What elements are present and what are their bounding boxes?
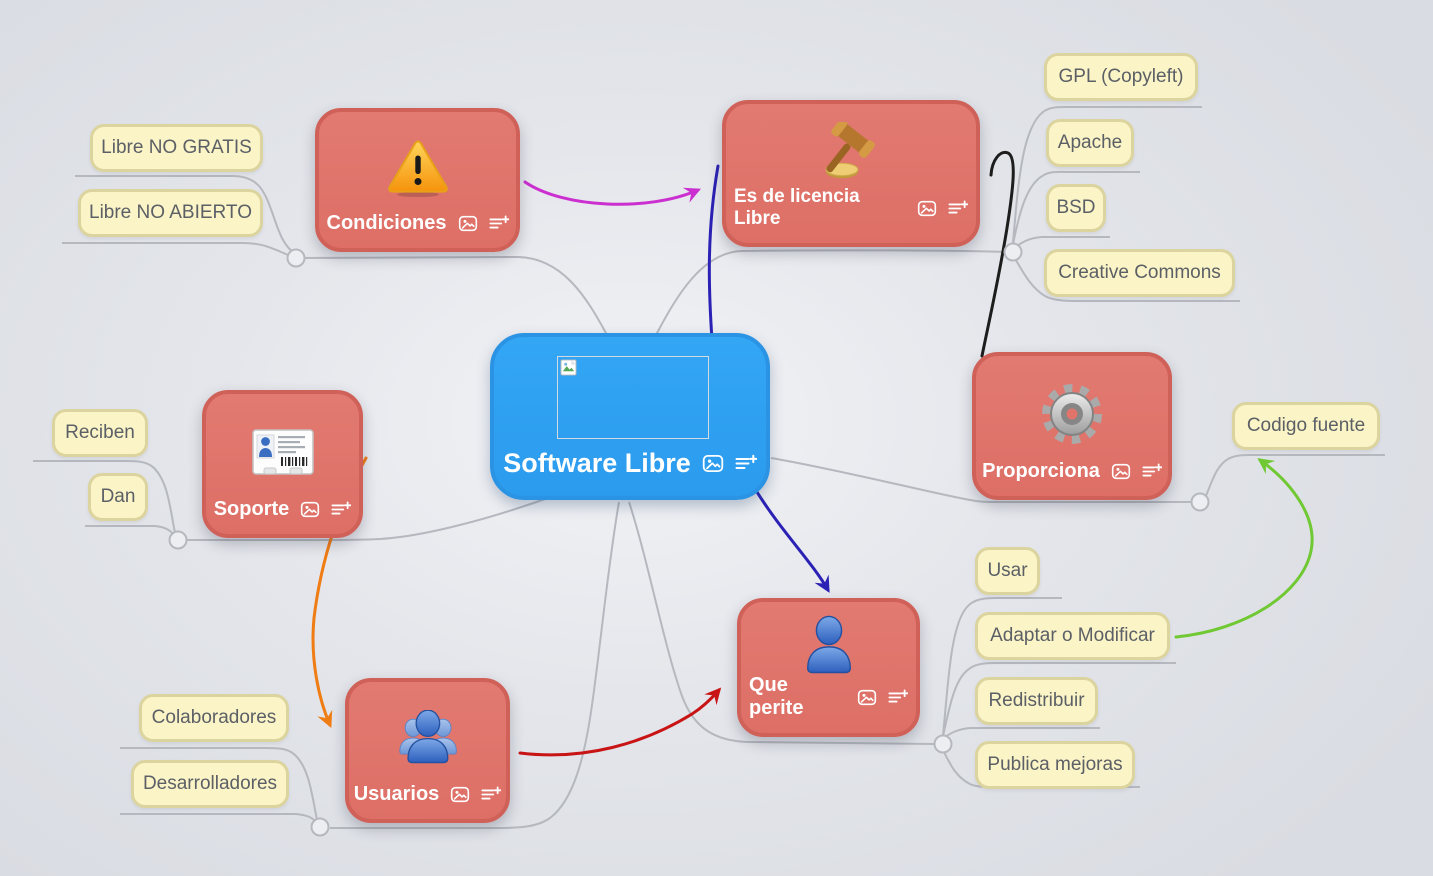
- image-icon[interactable]: [857, 689, 877, 706]
- leaf-publica-mejoras[interactable]: Publica mejoras: [975, 741, 1135, 789]
- topic-label: Es de licencia Libre: [734, 186, 860, 229]
- relation-usuarios-queperite[interactable]: [518, 687, 722, 757]
- image-icon[interactable]: [458, 215, 478, 232]
- add-note-icon[interactable]: [331, 501, 351, 518]
- id-card-icon: [251, 406, 315, 498]
- topic-label: Que perite: [749, 674, 804, 719]
- branch-toggle-usuarios[interactable]: [310, 817, 330, 837]
- relation-condiciones-licencia[interactable]: [523, 180, 701, 206]
- leaf-colaboradores[interactable]: Colaboradores: [139, 694, 289, 742]
- image-icon[interactable]: [300, 501, 320, 518]
- image-icon[interactable]: [1111, 463, 1131, 480]
- branch-toggle-condiciones[interactable]: [286, 248, 306, 268]
- add-note-icon[interactable]: [888, 689, 908, 706]
- image-icon[interactable]: [450, 786, 470, 803]
- leaf-dan[interactable]: Dan: [88, 473, 148, 521]
- topic-condiciones[interactable]: Condiciones: [315, 108, 520, 252]
- leaf-gpl-copyleft[interactable]: GPL (Copyleft): [1044, 53, 1198, 101]
- person-icon: [800, 614, 858, 674]
- topic-label: Usuarios: [353, 783, 440, 805]
- leaf-reciben[interactable]: Reciben: [52, 409, 148, 457]
- relation-adaptar-codigofuente[interactable]: [1174, 458, 1314, 639]
- relation-licencia-proporciona[interactable]: [980, 150, 1015, 358]
- add-note-icon[interactable]: [489, 215, 509, 232]
- topic-usuarios[interactable]: Usuarios: [345, 678, 510, 823]
- branch-toggle-soporte[interactable]: [168, 530, 188, 550]
- broken-image-icon: [560, 359, 577, 376]
- leaf-adaptar-o-modificar[interactable]: Adaptar o Modificar: [975, 612, 1170, 660]
- topic-proporciona[interactable]: Proporciona: [972, 352, 1172, 500]
- leaf-usar[interactable]: Usar: [975, 547, 1040, 595]
- topic-label: Soporte: [213, 498, 290, 520]
- gavel-icon: [818, 116, 884, 186]
- topic-label: Proporciona: [982, 460, 1100, 482]
- people-icon: [395, 694, 461, 783]
- topic-es-de-licencia-libre[interactable]: Es de licencia Libre: [722, 100, 980, 247]
- leaf-redistribuir[interactable]: Redistribuir: [975, 677, 1098, 725]
- branch-toggle-licencia[interactable]: [1003, 242, 1023, 262]
- image-icon[interactable]: [702, 454, 724, 473]
- branch-toggle-queperite[interactable]: [933, 734, 953, 754]
- branch-toggle-proporciona[interactable]: [1190, 492, 1210, 512]
- add-note-icon[interactable]: [481, 786, 501, 803]
- add-note-icon[interactable]: [948, 200, 968, 217]
- image-icon[interactable]: [917, 200, 937, 217]
- topic-soporte[interactable]: Soporte: [202, 390, 363, 538]
- gear-icon: [1040, 368, 1104, 460]
- attached-image-placeholder[interactable]: [557, 356, 709, 439]
- leaf-codigo-fuente[interactable]: Codigo fuente: [1232, 402, 1380, 450]
- leaf-libre-no-gratis[interactable]: Libre NO GRATIS: [90, 124, 263, 172]
- add-note-icon[interactable]: [1142, 463, 1162, 480]
- leaf-libre-no-abierto[interactable]: Libre NO ABIERTO: [78, 189, 263, 237]
- root-node-software-libre[interactable]: Software Libre: [490, 333, 770, 500]
- leaf-desarrolladores[interactable]: Desarrolladores: [131, 760, 289, 808]
- leaf-bsd[interactable]: BSD: [1046, 184, 1106, 232]
- add-note-icon[interactable]: [735, 454, 757, 473]
- leaf-creative-commons[interactable]: Creative Commons: [1044, 249, 1235, 297]
- warning-icon: [386, 124, 450, 212]
- topic-label: Condiciones: [326, 212, 447, 234]
- root-label: Software Libre: [503, 448, 691, 478]
- leaf-apache[interactable]: Apache: [1046, 119, 1134, 167]
- topic-que-perite[interactable]: Que perite: [737, 598, 920, 737]
